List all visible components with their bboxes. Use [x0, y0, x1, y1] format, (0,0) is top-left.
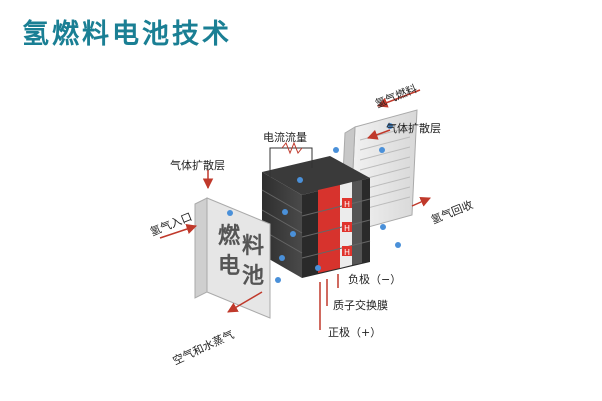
panel-char: 池: [242, 264, 264, 289]
h-marks: H H H: [342, 198, 352, 257]
label-membrane: 质子交换膜: [333, 298, 388, 312]
arrow-right-diffusion: [367, 129, 391, 140]
cell-stack: H H H: [261, 156, 371, 278]
left-fuel-cell-panel: 燃 料 电 池: [194, 197, 271, 319]
h-mark-label: H: [344, 224, 350, 233]
arrow-hydrogen-recycle: [411, 197, 431, 207]
label-gas-diffusion-right: 气体扩散层: [386, 121, 441, 135]
arrow-hydrogen-fuel: [377, 89, 421, 108]
panel-char: 料: [242, 234, 264, 259]
h-mark-label: H: [344, 200, 350, 209]
label-gas-diffusion-left: 气体扩散层: [170, 158, 225, 172]
current-circuit: [269, 141, 313, 178]
arrow-hydrogen-inlet: [159, 224, 197, 239]
flow-arrows: [159, 89, 431, 330]
h-mark: [342, 246, 352, 256]
label-hydrogen-recycle: 氢气回收: [429, 197, 475, 226]
label-air-water-vapor: 空气和水蒸气: [170, 327, 236, 368]
label-hydrogen-fuel: 氢气燃料: [373, 81, 419, 110]
h-mark-label: H: [344, 248, 350, 257]
label-cathode: 正极（+）: [328, 325, 381, 339]
label-current-flow: 电流流量: [263, 130, 307, 144]
h-mark: [342, 198, 352, 208]
label-anode: 负极（−）: [348, 272, 401, 286]
panel-char: 燃: [218, 223, 241, 249]
panel-char: 电: [218, 254, 240, 279]
arrow-air-water-vapor: [227, 291, 263, 313]
h-mark: [342, 222, 352, 232]
gas-bubbles: [227, 123, 401, 283]
page-title: 氢燃料电池技术: [22, 19, 232, 50]
